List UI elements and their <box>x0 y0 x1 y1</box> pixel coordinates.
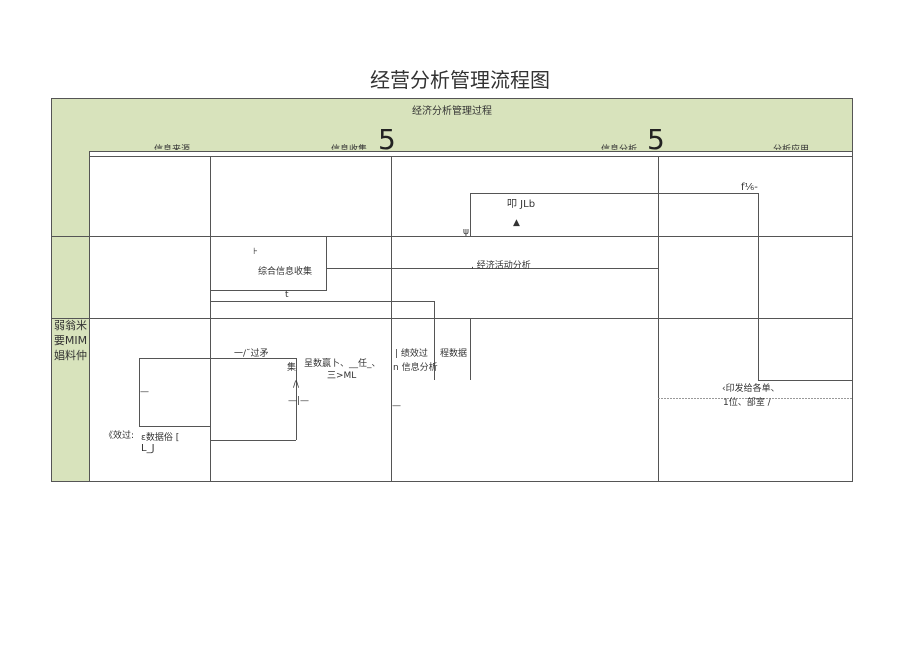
big-mark-1: 5 <box>378 123 396 156</box>
node-issue-each: ‹印发给各单、 <box>722 384 780 394</box>
arrow-up-icon: ▲ <box>513 218 520 228</box>
node-ji: 集 <box>287 363 297 373</box>
header-band <box>52 99 852 151</box>
big-mark-2: 5 <box>647 123 665 156</box>
col-header-source: 信息来源 <box>154 145 191 150</box>
node-collect-info: 综合信息收集 <box>258 267 313 277</box>
node-info-analysis: n 信息分析 <box>393 363 438 373</box>
sidebar-band <box>52 151 89 481</box>
node-unit-dept: 1位、部室 / <box>723 398 771 408</box>
node-dash-short: — <box>140 387 149 397</box>
node-econ-analysis: , 经济活动分析 <box>471 261 531 271</box>
node-f-pct: f⅙- <box>741 182 758 193</box>
sidebar-label: 弱翁米要MIM 娼料仲 <box>53 319 88 362</box>
col-header-analysis: 信息分析 <box>601 145 638 150</box>
node-slash: /\ <box>293 380 300 390</box>
node-dash-right: — <box>392 401 401 411</box>
node-process-data: 程数据 <box>440 349 468 359</box>
node-l-j: L_J <box>141 443 155 454</box>
node-effect: 《效过: <box>104 431 135 441</box>
node-jlb: 叩 JLb <box>507 199 536 210</box>
process-title: 经济分析管理过程 <box>412 106 492 117</box>
page-title: 经营分析管理流程图 <box>370 68 550 92</box>
node-performance: | 绩效过 <box>395 349 428 359</box>
node-dash-mid: —|— <box>288 396 310 406</box>
col-header-apply: 分析应用 <box>773 145 810 150</box>
node-present-data: 呈数赢卜、__任_、 <box>304 359 381 369</box>
diagram-frame <box>51 98 853 482</box>
col-header-collect: 信息收集 <box>331 145 368 150</box>
node-three-ml: 三>ML <box>327 371 357 381</box>
node-t-small: t <box>285 290 289 300</box>
node-data-sub: ε数据俗 [ <box>141 433 180 443</box>
node-t-mark: ⊦ <box>253 247 258 257</box>
node-one-over: 一/˘过矛 <box>234 349 269 359</box>
node-psi: ψ <box>463 227 469 237</box>
